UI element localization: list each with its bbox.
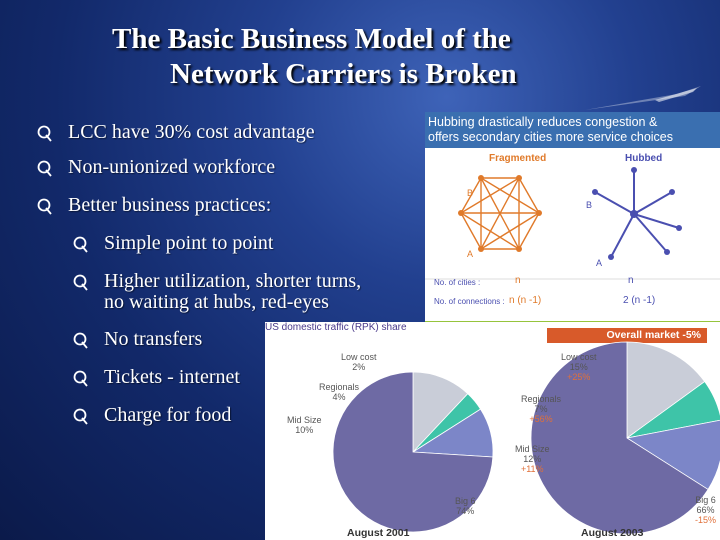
right-chart-date: August 2003 <box>581 527 644 539</box>
hubbed-label: Hubbed <box>625 153 663 164</box>
sub-bullet-item: Tickets - internet <box>73 367 263 389</box>
bullet-marker-icon <box>37 160 52 177</box>
left-chart-header: US domestic traffic (RPK) share <box>265 322 407 333</box>
network-graphs <box>425 167 720 280</box>
right-pie-slice-regionals <box>626 381 720 439</box>
bullet-item: LCC have 30% cost advantage <box>37 122 417 144</box>
pie-charts-panel: US domestic traffic (RPK) share Overall … <box>265 322 720 540</box>
slide-title: The Basic Business Model of the Network … <box>0 22 720 92</box>
bullet-marker-icon <box>73 332 88 349</box>
hubbed-nodes <box>592 167 682 260</box>
node-a-fragmented: A <box>467 249 474 259</box>
bullet-marker-icon <box>73 370 88 387</box>
bullet-marker-icon <box>73 236 88 253</box>
fragmented-label: Fragmented <box>489 153 547 164</box>
cities-fragmented-value: n <box>515 275 521 286</box>
bullet-item: Better business practices: <box>37 195 417 217</box>
sub-bullet-item: Higher utilization, shorter turns, no wa… <box>73 271 413 315</box>
title-line-2: Network Carriers is Broken <box>170 58 517 90</box>
right-pie-slice-mid-size <box>625 419 720 490</box>
connections-row-label: No. of connections : <box>434 297 505 306</box>
bullet-marker-icon <box>37 198 52 215</box>
cities-hubbed-value: n <box>628 275 634 286</box>
bullet-marker-icon <box>73 274 88 291</box>
fragmented-nodes <box>458 175 542 252</box>
left-chart-date: August 2001 <box>347 527 410 539</box>
title-line-1: The Basic Business Model of the <box>112 23 511 55</box>
bullet-marker-icon <box>37 125 52 142</box>
pie-charts <box>332 341 720 535</box>
airplane-streak-icon <box>585 86 701 110</box>
right-pie-slice-low-cost <box>626 341 706 439</box>
hubbed-network <box>594 170 680 258</box>
sub-bullet-item: No transfers <box>73 329 263 351</box>
fragmented-network <box>460 177 540 250</box>
node-b-fragmented: B <box>467 188 474 198</box>
bullet-item: Non-unionized workforce <box>37 157 417 179</box>
network-diagram: Hubbing drastically reduces congestion &… <box>425 112 720 324</box>
node-a-hubbed: A <box>596 258 603 268</box>
right-chart-header: Overall market -5% <box>547 328 707 342</box>
sub-bullet-item: Charge for food <box>73 405 263 427</box>
network-header: Hubbing drastically reduces congestion &… <box>425 112 720 148</box>
left-pie-slice-big-6 <box>332 371 494 533</box>
node-b-hubbed: B <box>586 200 593 210</box>
cities-row-label: No. of cities : <box>434 278 481 287</box>
connections-fragmented-value: n (n -1) <box>509 295 542 306</box>
bullet-marker-icon <box>73 408 88 425</box>
connections-hubbed-value: 2 (n -1) <box>623 295 656 306</box>
right-pie-slice-big-6 <box>530 341 709 535</box>
left-pie-slice-low-cost <box>412 371 469 454</box>
sub-bullet-item: Simple point to point <box>73 233 413 255</box>
